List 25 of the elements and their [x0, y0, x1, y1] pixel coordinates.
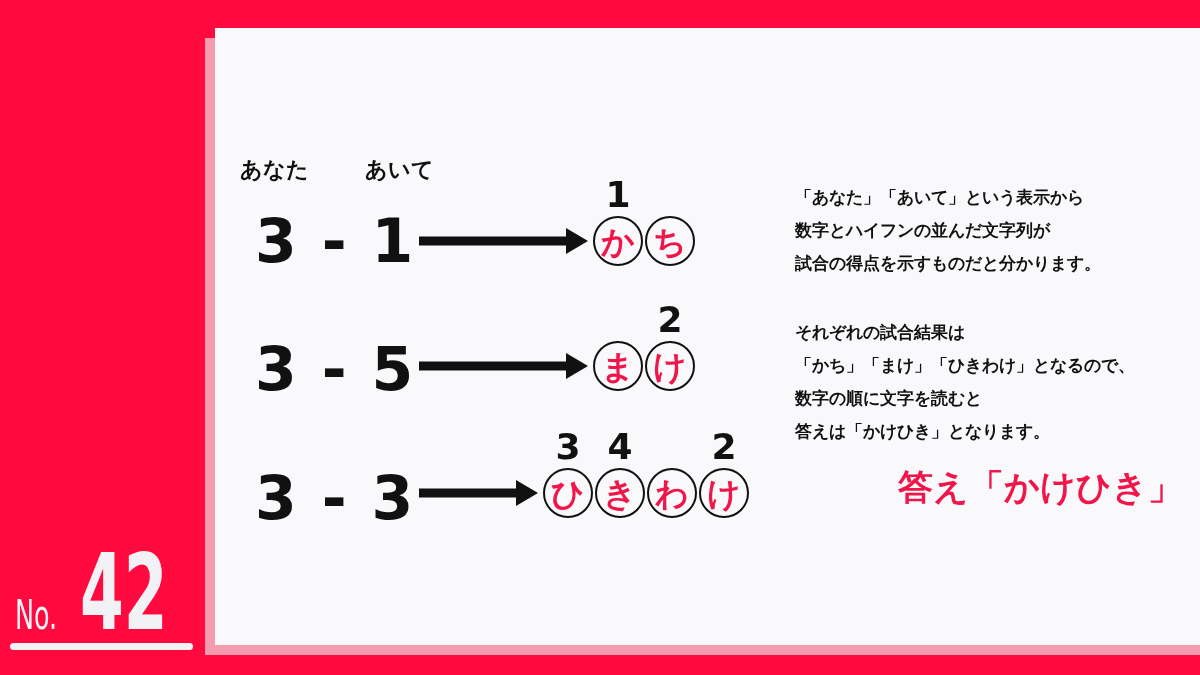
- circled-character: わ: [647, 468, 697, 518]
- circled-character: き: [595, 468, 645, 518]
- score-text: 3 - 1: [255, 211, 414, 271]
- arrow: [419, 353, 588, 379]
- circled-character: ま: [593, 341, 643, 391]
- circled-character: ち: [645, 216, 695, 266]
- order-number: 2: [657, 302, 683, 338]
- circled-character: け: [699, 468, 749, 518]
- number-prefix: No.: [15, 600, 58, 632]
- explanation-text: 「あなた」「あいて」という表示から数字とハイフンの並んだ文字列が試合の得点を示すものだと分かります。: [795, 186, 1101, 275]
- column-heading: あなた: [240, 159, 309, 181]
- arrow: [419, 480, 538, 506]
- answer-text: 答え「かけひき」: [898, 470, 1183, 505]
- explanation-text: それぞれの試合結果は「かち」「まけ」「ひきわけ」となるので、数字の順に文字を読むと答えは「かけひき」となります。: [795, 321, 1135, 443]
- circled-character: ひ: [543, 468, 593, 518]
- order-number: 2: [711, 429, 737, 465]
- score-text: 3 - 5: [255, 339, 414, 399]
- order-number: 3: [555, 429, 581, 465]
- score-text: 3 - 3: [255, 468, 414, 528]
- circled-character: け: [645, 341, 695, 391]
- arrow: [419, 228, 588, 254]
- order-number: 4: [607, 429, 633, 465]
- column-heading: あいて: [365, 159, 434, 181]
- circled-character: か: [593, 216, 643, 266]
- order-number: 1: [605, 177, 631, 213]
